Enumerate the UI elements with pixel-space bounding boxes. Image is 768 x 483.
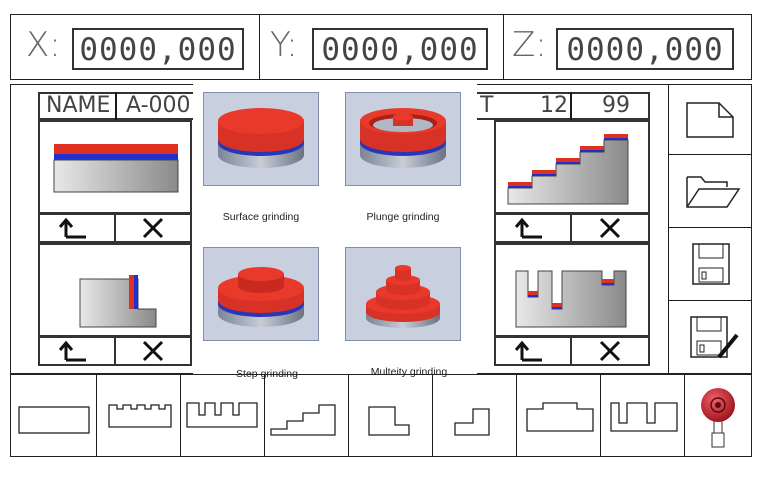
comb-profile-button[interactable] [97,375,180,456]
step-down-profile-button[interactable] [349,375,432,456]
step-grinding-option[interactable] [203,247,319,341]
deep-slot-profile-icon [610,402,678,432]
new-file-button[interactable] [669,85,752,154]
x-axis-label: X: [26,25,61,65]
raised-profile-icon [526,402,594,432]
delete-button-3[interactable] [570,213,650,243]
profile-tile-stairs[interactable] [494,120,650,214]
flat-profile-icon [18,406,90,434]
open-file-button[interactable] [669,155,752,227]
step-up-profile-button[interactable] [433,375,516,456]
profile-tile-slots[interactable] [494,243,650,337]
delete-button-4[interactable] [570,336,650,366]
slot-profile-icon [186,402,258,428]
save-button[interactable] [669,228,752,300]
count-current: 12 [540,93,568,118]
return-arrow-icon [58,217,86,239]
comb-profile-icon [108,404,172,428]
x-position-display[interactable]: 0000,000 [72,28,244,70]
return-button-3[interactable] [494,213,572,243]
save-as-icon [690,316,739,359]
close-icon [142,340,164,362]
profile-tile-step-down[interactable] [38,243,192,337]
multeity-grinding-option[interactable] [345,247,461,341]
multeity-grinding-label: Multeity grinding [370,366,448,378]
open-folder-icon [686,176,741,208]
save-icon [692,243,730,285]
save-as-button[interactable] [669,301,752,373]
program-name[interactable]: A-000 [126,93,191,118]
surface-grinding-label: Surface grinding [222,211,300,223]
close-icon [142,217,164,239]
emergency-stop-button[interactable] [685,375,752,456]
header-partial-label: T [480,93,494,118]
y-position-display[interactable]: 0000,000 [312,28,488,70]
return-button-1[interactable] [38,213,116,243]
new-file-icon [686,102,734,138]
raised-profile-button[interactable] [517,375,600,456]
profile-tile-surface[interactable] [38,120,192,214]
close-icon [599,217,621,239]
flat-profile-button[interactable] [11,375,96,456]
return-arrow-icon [514,340,542,362]
return-arrow-icon [514,217,542,239]
return-button-4[interactable] [494,336,572,366]
stair-profile-icon [270,404,336,436]
step-down-profile-icon [368,406,410,436]
step-up-profile-icon [454,408,490,436]
plunge-grinding-option[interactable] [345,92,461,186]
plunge-grinding-label: Plunge grinding [366,211,440,223]
close-icon [599,340,621,362]
name-label: NAME [46,93,111,118]
y-axis-label: Y: [270,25,298,65]
slot-profile-button[interactable] [181,375,264,456]
count-total: 99 [602,93,630,118]
deep-slot-profile-button[interactable] [601,375,684,456]
surface-grinding-option[interactable] [203,92,319,186]
profile-toolbar [10,374,752,457]
delete-button-1[interactable] [114,213,192,243]
z-position-display[interactable]: 0000,000 [556,28,734,70]
delete-button-2[interactable] [114,336,192,366]
stair-profile-button[interactable] [265,375,348,456]
z-axis-label: Z: [512,25,547,65]
return-arrow-icon [58,340,86,362]
coordinate-bar [10,14,752,80]
emergency-stop-icon [701,388,735,448]
return-button-2[interactable] [38,336,116,366]
